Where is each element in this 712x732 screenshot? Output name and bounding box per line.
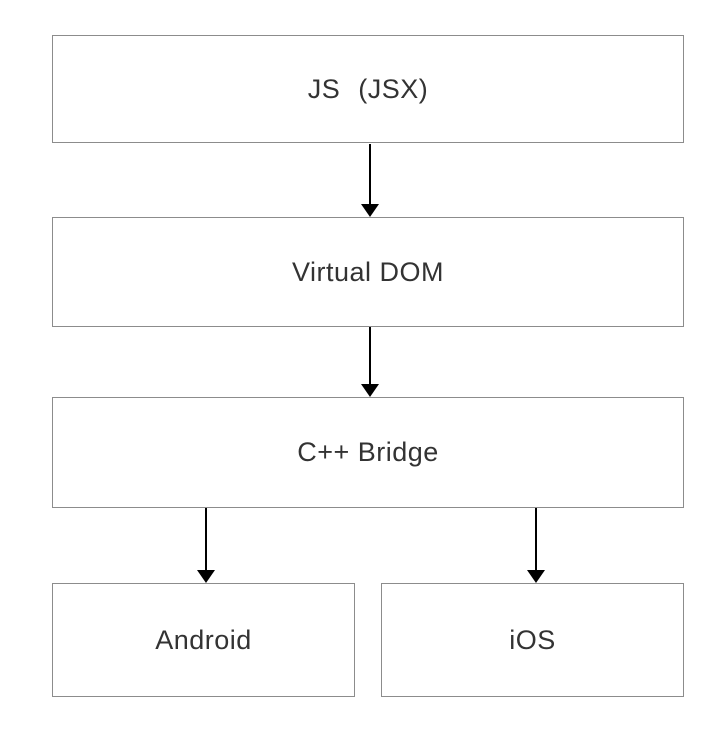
arrow-cpp-bridge-to-android <box>197 508 215 583</box>
arrow-shaft <box>369 327 371 384</box>
node-ios: iOS <box>381 583 684 697</box>
node-cpp-bridge: C++ Bridge <box>52 397 684 508</box>
node-android-label: Android <box>155 624 252 655</box>
node-cpp-bridge-label: C++ Bridge <box>297 437 439 467</box>
arrow-cpp-bridge-to-ios <box>527 508 545 583</box>
arrow-head-down-icon <box>197 570 215 583</box>
arrow-shaft <box>205 508 207 570</box>
arrow-head-down-icon <box>361 384 379 397</box>
arrow-virtual-dom-to-cpp-bridge <box>361 327 379 397</box>
node-virtual-dom: Virtual DOM <box>52 217 684 327</box>
arrow-head-down-icon <box>527 570 545 583</box>
arrow-js-to-virtual-dom <box>361 144 379 217</box>
node-ios-label: iOS <box>509 624 556 655</box>
arrow-shaft <box>535 508 537 570</box>
arrow-head-down-icon <box>361 204 379 217</box>
node-android: Android <box>52 583 355 697</box>
arrow-shaft <box>369 144 371 204</box>
node-js-jsx: JS (JSX) <box>52 35 684 143</box>
node-virtual-dom-label: Virtual DOM <box>291 256 445 287</box>
node-js-jsx-label: JS (JSX) <box>307 73 429 104</box>
